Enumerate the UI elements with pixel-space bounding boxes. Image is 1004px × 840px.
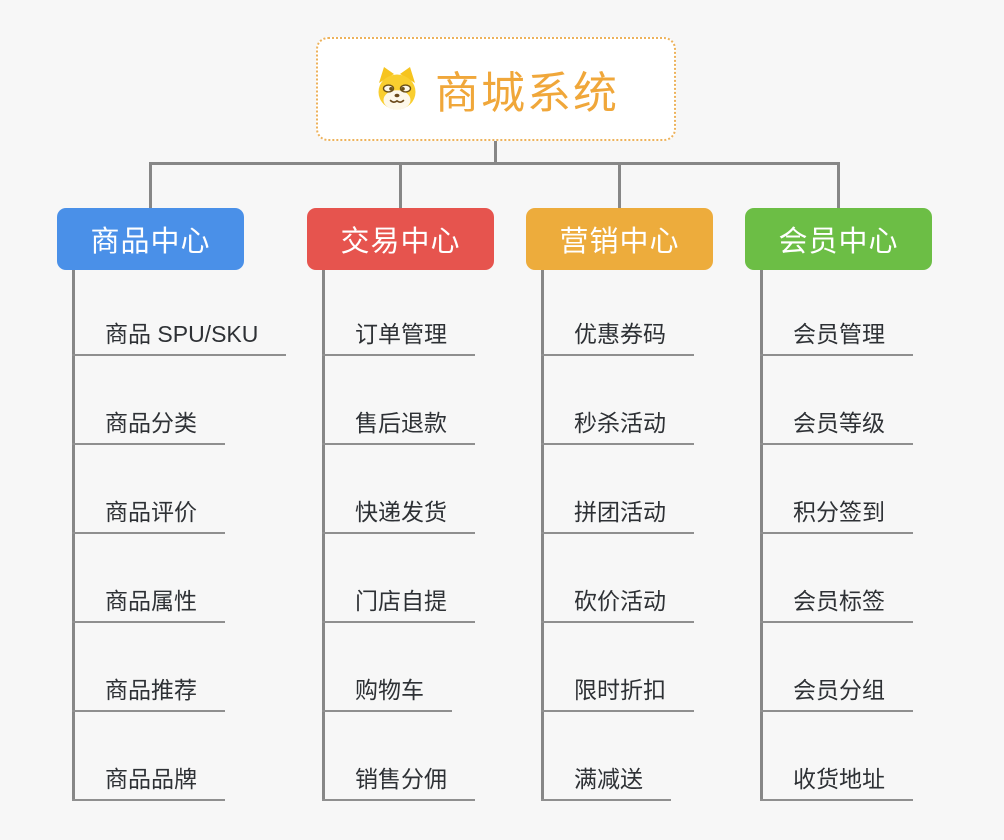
leaf-node[interactable]: 销售分佣 (322, 764, 475, 801)
leaf-node[interactable]: 售后退款 (322, 408, 475, 445)
connector-drop (837, 162, 840, 209)
leaf-node[interactable]: 秒杀活动 (541, 408, 694, 445)
connector-branch-stem (541, 270, 544, 801)
connector-drop (399, 162, 402, 209)
leaf-node[interactable]: 积分签到 (760, 497, 913, 534)
connector-drop (149, 162, 152, 209)
leaf-node[interactable]: 商品评价 (72, 497, 225, 534)
dog-face-icon (378, 67, 416, 110)
leaf-node[interactable]: 限时折扣 (541, 675, 694, 712)
leaf-node[interactable]: 满减送 (541, 764, 671, 801)
leaf-node[interactable]: 收货地址 (760, 764, 913, 801)
leaf-node[interactable]: 会员管理 (760, 319, 913, 356)
connector-root-stem (494, 140, 497, 165)
leaf-node[interactable]: 会员等级 (760, 408, 913, 445)
connector-drop (618, 162, 621, 209)
leaf-node[interactable]: 商品品牌 (72, 764, 225, 801)
connector-branch-stem (322, 270, 325, 801)
leaf-node[interactable]: 会员分组 (760, 675, 913, 712)
leaf-node[interactable]: 门店自提 (322, 586, 475, 623)
leaf-node[interactable]: 会员标签 (760, 586, 913, 623)
branch-node-trade-center[interactable]: 交易中心 (307, 208, 494, 270)
leaf-node[interactable]: 购物车 (322, 675, 452, 712)
leaf-node[interactable]: 拼团活动 (541, 497, 694, 534)
leaf-node[interactable]: 商品属性 (72, 586, 225, 623)
connector-branch-stem (760, 270, 763, 801)
leaf-node[interactable]: 商品 SPU/SKU (72, 319, 287, 356)
branch-node-member-center[interactable]: 会员中心 (745, 208, 932, 270)
root-node[interactable]: 商城系统 (316, 37, 676, 141)
leaf-node[interactable]: 订单管理 (322, 319, 475, 356)
leaf-node[interactable]: 砍价活动 (541, 586, 694, 623)
leaf-node[interactable]: 商品推荐 (72, 675, 225, 712)
connector-branch-stem (72, 270, 75, 801)
branch-node-marketing-center[interactable]: 营销中心 (526, 208, 713, 270)
leaf-node[interactable]: 优惠券码 (541, 319, 694, 356)
root-title: 商城系统 (435, 69, 619, 118)
branch-node-goods-center[interactable]: 商品中心 (57, 208, 244, 270)
connector-bus (149, 162, 840, 165)
leaf-node[interactable]: 商品分类 (72, 408, 225, 445)
leaf-node[interactable]: 快递发货 (322, 497, 475, 534)
